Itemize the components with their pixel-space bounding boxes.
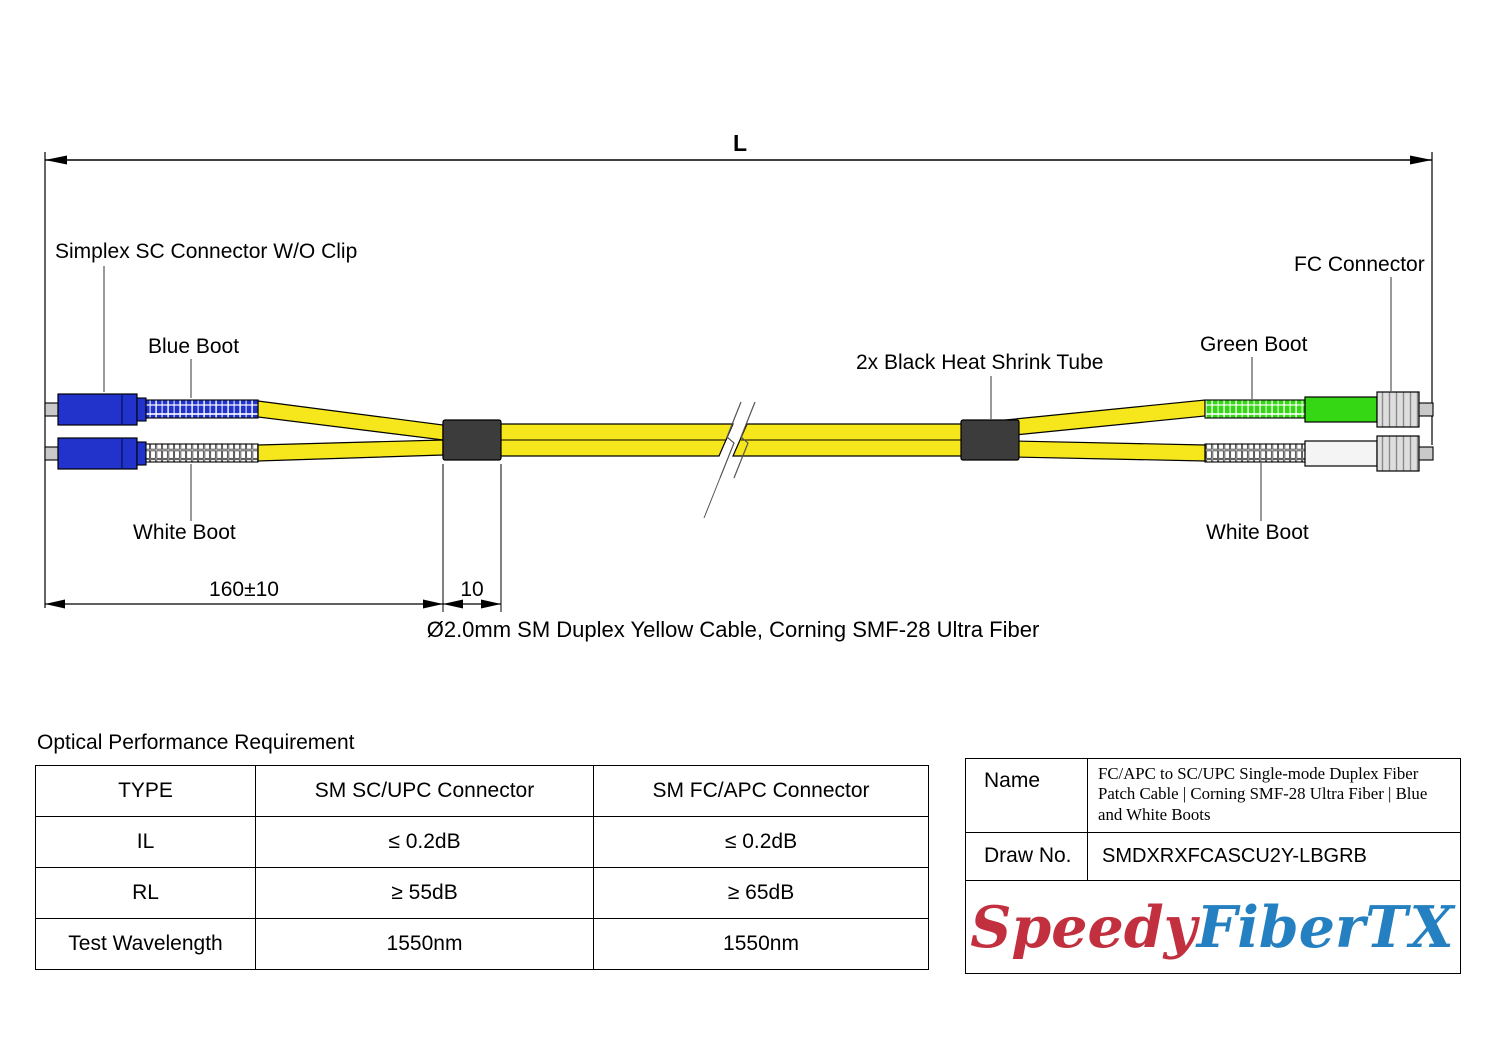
table-row-rl: RL ≥ 55dB ≥ 65dB <box>35 867 929 919</box>
sc-collar-bottom <box>136 441 147 466</box>
fc-boot-white <box>1204 443 1306 463</box>
performance-table-title: Optical Performance Requirement <box>37 731 355 754</box>
cell-rl-fc: ≥ 65dB <box>593 867 929 919</box>
dimension-breakout-length: 160±10 10 <box>45 464 502 612</box>
name-value: FC/APC to SC/UPC Single-mode Duplex Fibe… <box>1098 764 1428 824</box>
cell-il-sc: ≤ 0.2dB <box>255 816 594 868</box>
sc-boot-white <box>145 443 259 463</box>
cell-wavelength-sc: 1550nm <box>255 918 594 970</box>
arrowhead-dim160-right-icon <box>423 599 443 609</box>
sc-body-top <box>57 393 138 426</box>
arrowhead-left-icon <box>45 155 67 165</box>
fc-body-top <box>1304 396 1378 423</box>
cable-spec-caption: Ø2.0mm SM Duplex Yellow Cable, Corning S… <box>427 617 1040 642</box>
draw-no-label: Draw No. <box>966 833 1088 880</box>
arrowhead-right-icon <box>1410 155 1432 165</box>
table-header-row: TYPE SM SC/UPC Connector SM FC/APC Conne… <box>35 765 929 817</box>
callout-green-boot: Green Boot <box>1200 333 1308 399</box>
label-blue-boot: Blue Boot <box>148 335 239 358</box>
heat-shrink-tube-left <box>442 419 502 461</box>
fc-boot-green <box>1204 399 1306 419</box>
dim-tube-label: 10 <box>460 578 483 601</box>
title-block-draw-row: Draw No. SMDXRXFCASCU2Y-LBGRB <box>966 833 1460 881</box>
label-white-boot-left: White Boot <box>133 521 236 544</box>
sc-connector-white-boot <box>44 437 259 470</box>
callout-white-boot-left: White Boot <box>133 464 236 544</box>
optical-performance-table: TYPE SM SC/UPC Connector SM FC/APC Conne… <box>35 765 929 970</box>
dim-breakout-label: 160±10 <box>209 578 279 601</box>
callout-sc-connector: Simplex SC Connector W/O Clip <box>55 240 357 392</box>
logo-tx-text: TX <box>1365 893 1456 961</box>
label-green-boot: Green Boot <box>1200 333 1308 356</box>
fc-ferrule-bottom <box>1418 446 1434 461</box>
sc-connector-blue-boot <box>44 393 259 426</box>
fc-nut-top <box>1376 391 1420 428</box>
label-sc-connector: Simplex SC Connector W/O Clip <box>55 240 357 263</box>
title-block-name-row: Name FC/APC to SC/UPC Single-mode Duplex… <box>966 759 1460 833</box>
fc-connector-white-boot <box>1204 435 1434 472</box>
label-heat-shrink-tube: 2x Black Heat Shrink Tube <box>856 351 1103 374</box>
table-row-il: IL ≤ 0.2dB ≤ 0.2dB <box>35 816 929 868</box>
logo-speedy-text: Speedy <box>970 893 1197 961</box>
cell-rl-type: RL <box>35 867 256 919</box>
header-sc-connector: SM SC/UPC Connector <box>255 765 594 817</box>
sc-ferrule-bottom <box>44 446 59 461</box>
callout-labels: Simplex SC Connector W/O Clip Blue Boot … <box>55 240 1425 544</box>
cell-il-type: IL <box>35 816 256 868</box>
name-label: Name <box>966 759 1088 832</box>
cable-breakout-bottom-left <box>257 439 444 462</box>
optical-performance-section: Optical Performance Requirement TYPE SM … <box>35 731 929 970</box>
table-row-wavelength: Test Wavelength 1550nm 1550nm <box>35 918 929 970</box>
callout-blue-boot: Blue Boot <box>148 335 239 398</box>
callout-heat-shrink-tube: 2x Black Heat Shrink Tube <box>856 351 1103 419</box>
heat-shrink-tube-right <box>960 419 1020 461</box>
dimension-overall-length: L <box>44 130 1433 608</box>
header-fc-connector: SM FC/APC Connector <box>593 765 929 817</box>
cell-wavelength-type: Test Wavelength <box>35 918 256 970</box>
sc-ferrule-top <box>44 402 59 417</box>
duplex-cable <box>257 399 1206 462</box>
fc-ferrule-top <box>1418 402 1434 417</box>
draw-no-value: SMDXRXFCASCU2Y-LBGRB <box>1102 845 1367 867</box>
title-block: Name FC/APC to SC/UPC Single-mode Duplex… <box>965 758 1461 974</box>
fc-nut-bottom <box>1376 435 1420 472</box>
dim-overall-length-label: L <box>733 130 747 156</box>
fc-connector-green-boot <box>1204 391 1434 428</box>
cell-wavelength-fc: 1550nm <box>593 918 929 970</box>
arrowhead-dim10-right-icon <box>481 599 501 609</box>
arrowhead-dim10-left-icon <box>443 599 463 609</box>
sc-body-bottom <box>57 437 138 470</box>
fc-body-bottom <box>1304 440 1378 467</box>
header-type: TYPE <box>35 765 256 817</box>
logo-fiber-text: Fiber <box>1196 893 1366 961</box>
cell-rl-sc: ≥ 55dB <box>255 867 594 919</box>
label-white-boot-right: White Boot <box>1206 521 1309 544</box>
label-fc-connector: FC Connector <box>1294 253 1425 276</box>
cable-breakout-top-left <box>257 400 444 441</box>
callout-white-boot-right: White Boot <box>1206 463 1309 544</box>
arrowhead-dim160-left-icon <box>45 599 65 609</box>
sc-collar-top <box>136 397 147 422</box>
cable-drawing: L <box>44 130 1434 642</box>
sc-boot-blue <box>145 399 259 419</box>
cable-break-symbol-icon <box>703 401 756 519</box>
cell-il-fc: ≤ 0.2dB <box>593 816 929 868</box>
callout-fc-connector: FC Connector <box>1294 253 1425 391</box>
